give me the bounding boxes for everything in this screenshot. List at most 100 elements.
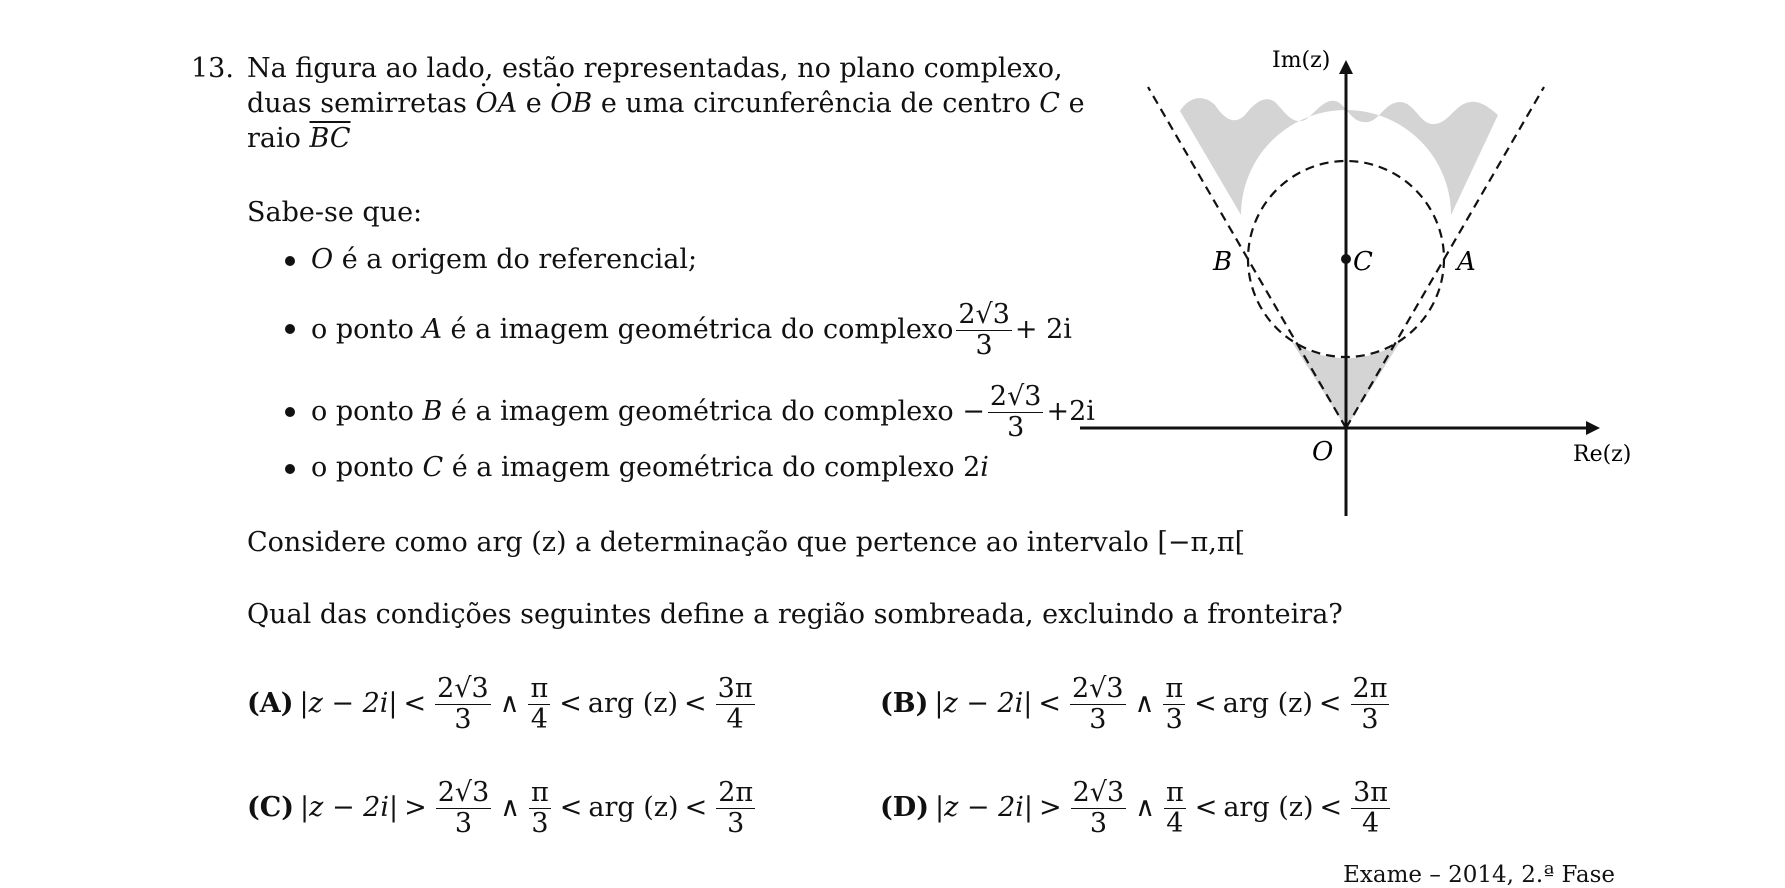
option-lt: < — [684, 688, 707, 719]
label-a: A — [1455, 247, 1476, 277]
option-lt: < — [684, 792, 708, 823]
bullet-4-i: i — [980, 452, 989, 483]
bullet-4: o ponto C é a imagem geométrica do compl… — [311, 451, 989, 485]
bullet-dot — [285, 407, 295, 417]
bullet-1-text: é a origem do referencial; — [333, 244, 698, 275]
angle-den: 4 — [1166, 807, 1184, 839]
angle-den: 3 — [1361, 703, 1379, 735]
option-label: (D) — [880, 792, 929, 823]
bullet-3: o ponto B é a imagem geométrica do compl… — [311, 377, 1095, 447]
option-lt: < — [1319, 792, 1343, 823]
question-number: 13. — [191, 53, 234, 84]
bullet-dot — [285, 256, 295, 266]
angle-den: 4 — [530, 703, 548, 735]
center-label: C — [1039, 88, 1060, 119]
option-modulus: |z − 2i| — [299, 688, 398, 719]
bullet-dot — [285, 464, 295, 474]
considere-text: Considere como arg (z) a determinação qu… — [247, 527, 1246, 558]
angle-num: 3π — [1351, 776, 1391, 809]
angle-num: 2π — [1350, 672, 1390, 705]
ray-oa: OA — [475, 69, 517, 121]
angle-den: 3 — [531, 807, 549, 839]
bullet-2-var: A — [422, 314, 442, 345]
option-lt: < — [559, 792, 583, 823]
option-lt: < — [1194, 792, 1218, 823]
option-and: ∧ — [1134, 688, 1155, 719]
frac-num: 2√3 — [956, 298, 1012, 331]
frac-den: 3 — [1089, 807, 1107, 839]
bullet-dot — [285, 324, 295, 334]
option-arg: arg (z) — [1222, 688, 1313, 719]
angle-num: π — [529, 776, 551, 809]
complex-plane-figure: C A B O Im(z) Re(z) — [1080, 48, 1631, 516]
label-re-axis: Re(z) — [1573, 442, 1631, 467]
option-and: ∧ — [1135, 792, 1155, 823]
bullet-4-text: é a imagem geométrica do complexo 2 — [443, 452, 981, 483]
label-origin: O — [1312, 437, 1333, 467]
bullet-2-tail: + 2i — [1014, 314, 1072, 345]
option-lt: < — [559, 688, 582, 719]
intro-line-3: raio BC — [247, 122, 351, 156]
intro-text-circle: e uma circunferência de centro — [600, 88, 1031, 119]
angle-den: 4 — [1362, 807, 1380, 839]
point-c — [1341, 254, 1351, 264]
label-c: C — [1353, 247, 1373, 277]
option-arg: arg (z) — [588, 792, 679, 823]
angle-den: 3 — [727, 807, 745, 839]
option-label: (C) — [247, 792, 295, 823]
bullet-3-var: B — [422, 396, 443, 427]
frac-den: 3 — [1089, 703, 1107, 735]
ray-ob-label: OB — [550, 69, 592, 121]
option-and: ∧ — [500, 792, 521, 823]
bullet-2: o ponto A é a imagem geométrica do compl… — [311, 295, 1072, 365]
ray-ob: OB — [550, 69, 592, 121]
option-relation: > — [1039, 792, 1062, 823]
intro-text-radius: raio — [247, 123, 301, 154]
frac-den: 3 — [975, 329, 993, 361]
bullet-2-text: é a imagem geométrica do complexo — [441, 314, 954, 345]
ray-oa-label: OA — [475, 69, 517, 121]
angle-den: 4 — [726, 703, 744, 735]
frac-num: 2√3 — [435, 776, 492, 809]
frac-num: 2√3 — [1070, 672, 1126, 705]
frac-num: 2√3 — [435, 672, 491, 705]
frac-den: 3 — [454, 807, 473, 839]
option-arg: arg (z) — [1223, 792, 1314, 823]
label-im-axis: Im(z) — [1272, 48, 1330, 73]
sabe-se-heading: Sabe-se que: — [247, 197, 423, 228]
footer-source: Exame – 2014, 2.ª Fase — [1343, 862, 1615, 888]
radius-label: BC — [309, 123, 351, 154]
angle-num: π — [1163, 672, 1186, 705]
shaded-region-upper — [1180, 98, 1498, 215]
option-relation: > — [404, 792, 427, 823]
frac-num: 2√3 — [987, 380, 1044, 413]
question-prompt: Qual das condições seguintes define a re… — [247, 599, 1343, 630]
bullet-3-text: é a imagem geométrica do complexo − — [442, 396, 985, 427]
angle-num: 3π — [715, 672, 755, 705]
intro-line-2: duas semirretas OA e OB e uma circunferê… — [247, 69, 1085, 121]
bullet-3-pre: o ponto — [311, 396, 423, 427]
bullet-4-pre: o ponto — [311, 452, 423, 483]
option-modulus: |z − 2i| — [934, 688, 1033, 719]
angle-num: π — [1163, 776, 1186, 809]
angle-den: 3 — [1165, 703, 1183, 735]
option-modulus: |z − 2i| — [934, 792, 1033, 823]
